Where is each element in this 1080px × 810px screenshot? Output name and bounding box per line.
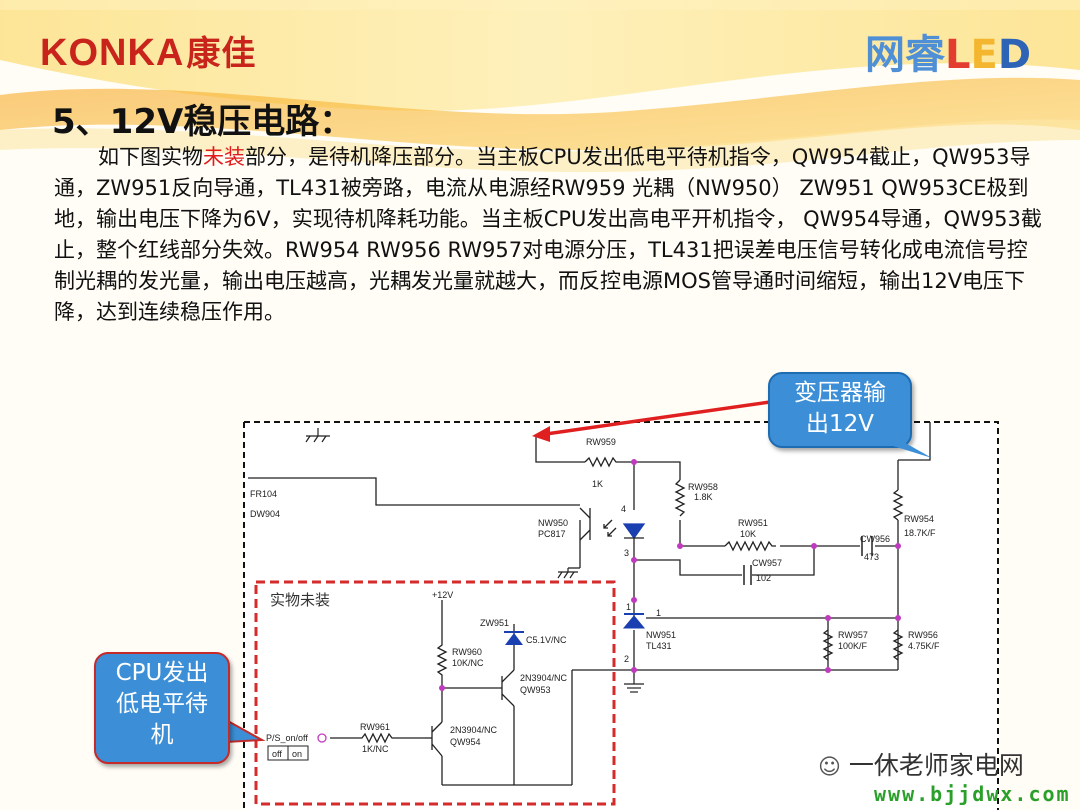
label-cw956-val: 473 <box>864 552 879 562</box>
watermark-url: www.bjjdwx.com <box>874 782 1071 806</box>
resistor-rw956 <box>892 629 904 661</box>
regulator-tl431 <box>622 613 646 629</box>
transistor-qw953 <box>442 669 515 785</box>
label-pin-k: 1 <box>656 608 661 618</box>
label-pin3: 3 <box>624 548 629 558</box>
label-rw954-val: 18.7K/F <box>904 528 936 538</box>
konka-logo-latin: KONKA <box>40 32 185 74</box>
resistor-rw961 <box>330 732 425 744</box>
label-ps-on: P/S_on/off <box>266 733 308 743</box>
optocoupler-nw950 <box>579 507 646 541</box>
label-off: off <box>272 749 282 759</box>
transformer-arrow <box>532 400 771 442</box>
paragraph-part-2: 部分，是待机降压部分。当主板CPU发出低电平待机指令，QW954截止，QW953… <box>54 145 1042 324</box>
watermark-name-text: 一休老师家电网 <box>848 751 1024 780</box>
callout-cpu-line3: 机 <box>150 722 174 748</box>
label-qw954-type: 2N3904/NC <box>450 725 498 735</box>
callout-transformer-output: 变压器输 出12V <box>768 372 912 448</box>
label-rw951: RW951 <box>738 518 768 528</box>
zener-zw951 <box>504 624 524 670</box>
label-tl431: TL431 <box>646 641 672 651</box>
wechat-icon: ☺ <box>818 755 841 780</box>
label-qw953: QW953 <box>520 685 551 695</box>
resistor-rw957 <box>822 629 834 661</box>
led-logo-char-3: L <box>945 32 971 78</box>
label-rw951-val: 10K <box>740 529 756 539</box>
not-installed-box <box>254 580 616 806</box>
wires <box>248 422 931 680</box>
paragraph-highlight: 未装 <box>203 145 245 169</box>
label-pin4: 4 <box>621 504 626 514</box>
transistor-qw954 <box>425 688 443 785</box>
label-rw957: RW957 <box>838 630 868 640</box>
label-on: on <box>292 749 302 759</box>
label-rw958: RW958 <box>688 482 718 492</box>
label-qw953-type: 2N3904/NC <box>520 673 568 683</box>
callout-cpu-line1: CPU发出 <box>115 660 209 686</box>
label-rw956: RW956 <box>908 630 938 640</box>
label-fr104: FR104 <box>250 489 277 499</box>
label-qw954: QW954 <box>450 737 481 747</box>
junction-dots <box>439 459 901 691</box>
label-dw904: DW904 <box>250 509 280 519</box>
label-pin2: 2 <box>624 654 629 664</box>
callout-cpu-line2: 低电平待 <box>116 691 208 717</box>
label-zw951-val: C5.1V/NC <box>526 635 567 645</box>
schematic-labels: FR104 DW904 RW959 1K RW958 1.8K RW954 18… <box>250 437 940 759</box>
schematic-border <box>244 421 999 810</box>
callout-transformer-line2: 出12V <box>805 411 874 437</box>
label-rw960: RW960 <box>452 647 482 657</box>
resistor-rw959 <box>584 456 620 468</box>
resistors <box>330 456 904 744</box>
label-rw960-val: 10K/NC <box>452 658 484 668</box>
label-rw956-val: 4.75K/F <box>908 641 940 651</box>
led-logo-char-1: 网 <box>865 32 905 78</box>
label-rw957-val: 100K/F <box>838 641 868 651</box>
ground-symbol-tl431 <box>624 680 644 693</box>
transistors <box>425 669 634 786</box>
led-logo-char-2: 睿 <box>905 32 945 78</box>
label-nw951: NW951 <box>646 630 676 640</box>
ground-symbols <box>557 568 644 693</box>
label-pin1: 1 <box>626 602 631 612</box>
led-logo-char-4: E <box>970 32 998 78</box>
resistor-rw951 <box>724 540 776 552</box>
label-plus12v: +12V <box>432 590 453 600</box>
label-cw956: CW956 <box>860 534 890 544</box>
watermark-name: ☺ 一休老师家电网 <box>818 746 1024 782</box>
label-rw954: RW954 <box>904 514 934 524</box>
resistor-rw954 <box>892 489 904 521</box>
konka-logo-cn: 康佳 <box>186 34 257 74</box>
description-paragraph: 如下图实物未装部分，是待机降压部分。当主板CPU发出低电平待机指令，QW954截… <box>54 142 1044 328</box>
resistor-rw958 <box>674 479 686 517</box>
ground-symbol-top <box>305 428 330 443</box>
label-rw961-val: 1K/NC <box>362 744 389 754</box>
schematic-area <box>244 422 998 810</box>
label-rw959-val: 1K <box>592 479 603 489</box>
label-rw958-val: 1.8K <box>694 492 713 502</box>
label-nw950: NW950 <box>538 518 568 528</box>
callout-transformer-line1: 变压器输 <box>794 380 886 406</box>
paragraph-part-1: 如下图实物 <box>98 145 203 169</box>
ground-symbol-opto <box>557 568 578 579</box>
label-rw961: RW961 <box>360 722 390 732</box>
label-not-installed: 实物未装 <box>270 591 330 609</box>
led-logo-char-5: D <box>997 32 1032 78</box>
ps-connector <box>317 733 327 743</box>
label-zw951: ZW951 <box>480 618 509 628</box>
label-cw957: CW957 <box>752 558 782 568</box>
label-pc817: PC817 <box>538 529 566 539</box>
wangrui-led-logo: 网睿LED <box>865 22 1031 80</box>
label-cw957-val: 102 <box>756 573 771 583</box>
capacitors <box>743 536 873 585</box>
callout-cpu-low-standby: CPU发出 低电平待 机 <box>94 652 230 764</box>
label-rw959: RW959 <box>586 437 616 447</box>
resistor-rw960 <box>436 600 448 688</box>
konka-logo: KONKA康佳 <box>40 26 256 75</box>
slide-title: 5、12V稳压电路： <box>52 102 354 142</box>
